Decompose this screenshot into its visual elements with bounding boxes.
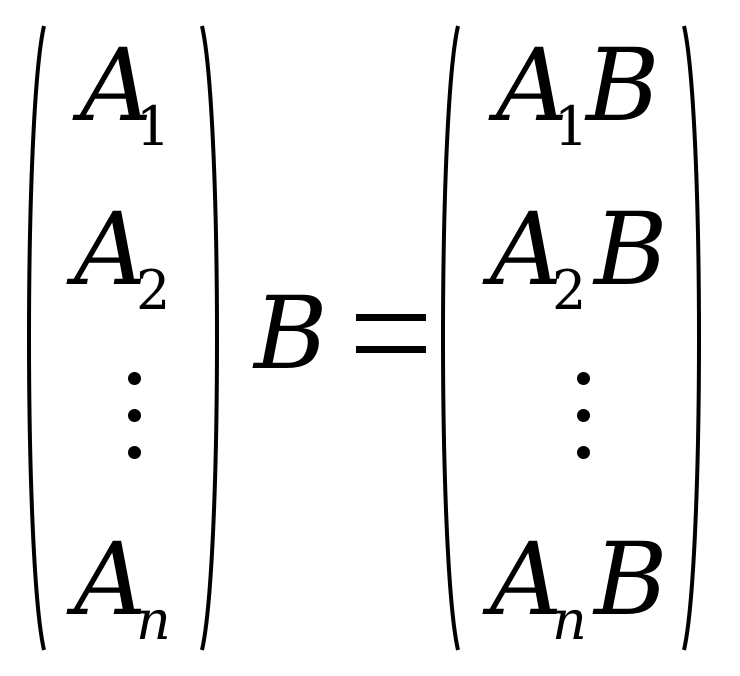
rhs-row-2-base: A xyxy=(490,191,563,308)
lhs-row-2-subscript: 2 xyxy=(136,259,171,322)
rhs-row-2-subscript: 2 xyxy=(552,259,587,322)
lhs-row-1-subscript: 1 xyxy=(136,95,171,158)
rhs-row-n-subscript: n xyxy=(552,589,587,652)
lhs-row-n-base: A xyxy=(74,521,147,638)
lhs-row-n-subscript: n xyxy=(136,589,171,652)
lhs-multiplier: B xyxy=(254,275,328,392)
rhs-row-n-factor: B xyxy=(594,521,668,638)
left-matrix-open-paren xyxy=(27,25,46,651)
right-matrix-close-paren xyxy=(682,25,701,651)
lhs-row-2-base: A xyxy=(74,191,147,308)
left-matrix-close-paren xyxy=(200,25,219,651)
rhs-row-1-base: A xyxy=(496,27,569,144)
lhs-row-1-base: A xyxy=(80,27,153,144)
rhs-row-n-base: A xyxy=(490,521,563,638)
rhs-vertical-ellipsis xyxy=(577,372,597,462)
rhs-row-1-subscript: 1 xyxy=(554,95,589,158)
rhs-row-1-factor: B xyxy=(586,27,660,144)
right-matrix-open-paren xyxy=(441,25,460,651)
lhs-vertical-ellipsis xyxy=(128,372,148,462)
equals-sign xyxy=(356,314,426,353)
rhs-row-2-factor: B xyxy=(594,191,668,308)
